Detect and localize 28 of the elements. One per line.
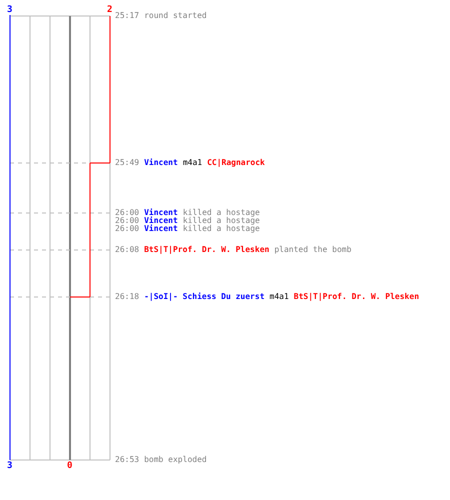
player-name: CC|Ragnarock <box>207 158 265 167</box>
player-name: Vincent <box>144 224 178 233</box>
timestamp: 26:00 <box>115 224 140 233</box>
event-text: bomb exploded <box>144 455 207 464</box>
timestamp: 25:49 <box>115 158 140 167</box>
event-text: killed a hostage <box>182 224 260 233</box>
event-text: killed a hostage <box>182 208 260 217</box>
timestamp: 26:18 <box>115 292 140 301</box>
timestamp: 26:00 <box>115 208 140 217</box>
timestamp: 26:08 <box>115 245 140 254</box>
player-name: BtS|T|Prof. Dr. W. Plesken <box>144 245 270 254</box>
player-name: -|SoI|- Schiess Du zuerst <box>144 292 265 301</box>
player-name: Vincent <box>144 216 178 225</box>
timestamp: 26:00 <box>115 216 140 225</box>
weapon-name: m4a1 <box>182 158 202 167</box>
timestamp: 25:17 <box>115 11 140 20</box>
weapon-name: m4a1 <box>270 292 289 301</box>
event-text: planted the bomb <box>274 245 352 254</box>
player-name: Vincent <box>144 158 178 167</box>
timestamp: 26:53 <box>115 455 140 464</box>
axis-number: 3 <box>7 5 12 15</box>
event-text: killed a hostage <box>182 216 260 225</box>
event-text: round started <box>144 11 207 20</box>
axis-number: 3 <box>7 461 12 471</box>
player-name: Vincent <box>144 208 178 217</box>
axis-number: 0 <box>67 461 72 471</box>
player-name: BtS|T|Prof. Dr. W. Plesken <box>294 292 420 301</box>
axis-number: 2 <box>107 5 112 15</box>
